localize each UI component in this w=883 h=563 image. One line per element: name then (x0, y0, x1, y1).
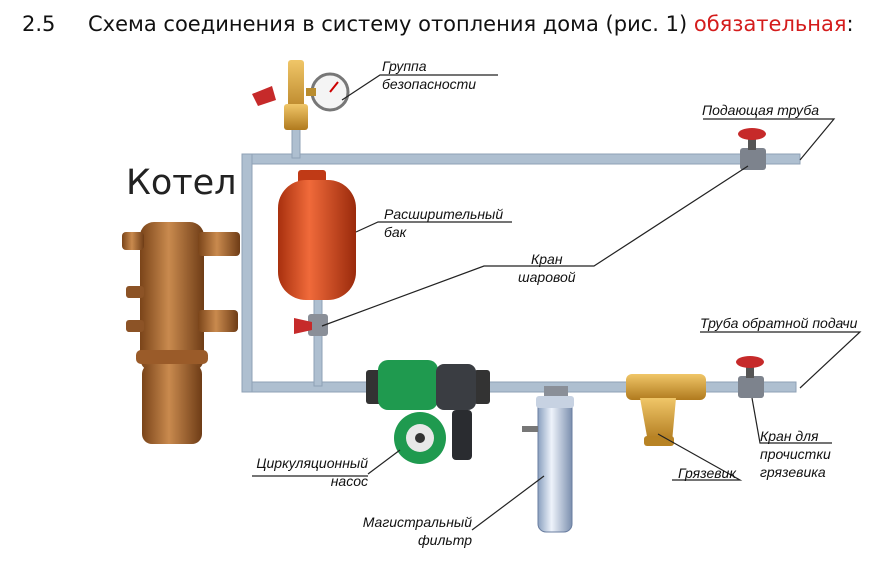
label-line: насос (330, 473, 368, 489)
label-expansion-tank: Расширительный бак (384, 205, 503, 241)
label-safety-group: Группа безопасности (382, 57, 476, 93)
label-line: Магистральный (362, 514, 472, 530)
mud-trap-valve (736, 356, 764, 398)
label-line: Расширительный (384, 206, 504, 222)
leader-expansion-tank (355, 221, 512, 233)
safety-group (252, 60, 350, 130)
label-line: Кран для (760, 428, 819, 444)
label-line: грязевика (760, 464, 826, 480)
leader-filter (471, 475, 545, 531)
label-line: шаровой (518, 269, 576, 285)
leader-ball-valve (321, 165, 749, 327)
label-ball-valve: Кран шаровой (518, 250, 576, 286)
leader-lines (252, 74, 862, 531)
leader-supply-pipe (703, 118, 836, 161)
label-line: Кран (531, 251, 563, 267)
boiler-riser-pipe (241, 153, 253, 393)
leader-return-pipe (700, 331, 862, 389)
label-line: Циркуляционный (256, 455, 368, 471)
label-supply-pipe: Подающая труба (702, 102, 820, 118)
expansion-tank (278, 170, 356, 300)
tank-connection-pipe (313, 295, 323, 387)
section-number: 2.5 (22, 12, 56, 36)
label-line: безопасности (382, 76, 477, 92)
heading-colon: : (846, 12, 854, 36)
pipes (241, 127, 801, 393)
label-return-pipe: Труба обратной подачи (700, 315, 858, 331)
leader-pump (367, 449, 401, 475)
return-pipe (245, 381, 797, 393)
supply-pipe (245, 153, 801, 165)
main-filter (522, 386, 574, 533)
supply-ball-valve (738, 128, 766, 170)
label-line: прочистки (760, 446, 831, 462)
safety-group-pipe (291, 127, 301, 159)
leader-mud-trap (657, 433, 743, 481)
circulation-pump (366, 360, 490, 464)
label-main-filter: Магистральный фильтр (346, 513, 472, 549)
boiler-title: Котел (126, 163, 237, 203)
label-mud-trap: Грязевик (678, 465, 736, 481)
label-line: бак (384, 224, 407, 240)
tank-ball-valve (294, 314, 328, 336)
mud-trap (626, 374, 706, 446)
leader-mud-trap-valve (751, 397, 832, 444)
leader-safety-group (341, 74, 498, 101)
required-marker: обязательная (693, 12, 847, 36)
section-title: Схема соединения в систему отопления дом… (88, 12, 694, 36)
label-line: фильтр (417, 532, 472, 548)
label-circulation-pump: Циркуляционный насос (252, 454, 368, 490)
label-line: Группа (382, 58, 427, 74)
boiler (122, 222, 240, 444)
label-mud-trap-valve: Кран для прочистки грязевика (760, 427, 831, 481)
section-heading: 2.5 Схема соединения в систему отопления … (22, 12, 854, 36)
